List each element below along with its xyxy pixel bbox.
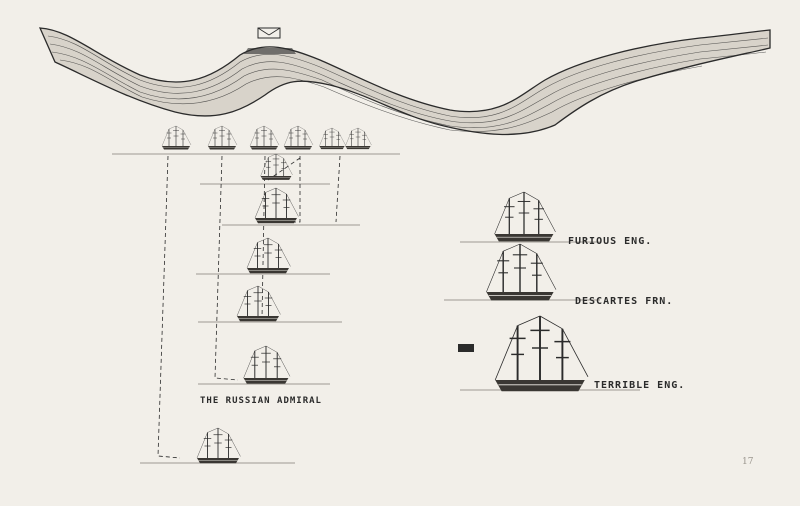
- label-furious: FURIOUS ENG.: [568, 236, 653, 247]
- label-terrible: TERRIBLE ENG.: [594, 380, 686, 391]
- water-lines: [112, 153, 640, 464]
- page-mark: 17: [742, 457, 754, 467]
- departing-column: [196, 153, 299, 464]
- allied-ships: [458, 191, 589, 393]
- label-russian-admiral: THE RUSSIAN ADMIRAL: [200, 396, 322, 406]
- movement-tracks: [157, 155, 341, 459]
- anchored-fleet: [161, 125, 372, 150]
- coastline: [38, 27, 771, 136]
- label-descartes: DESCARTES FRN.: [575, 296, 674, 307]
